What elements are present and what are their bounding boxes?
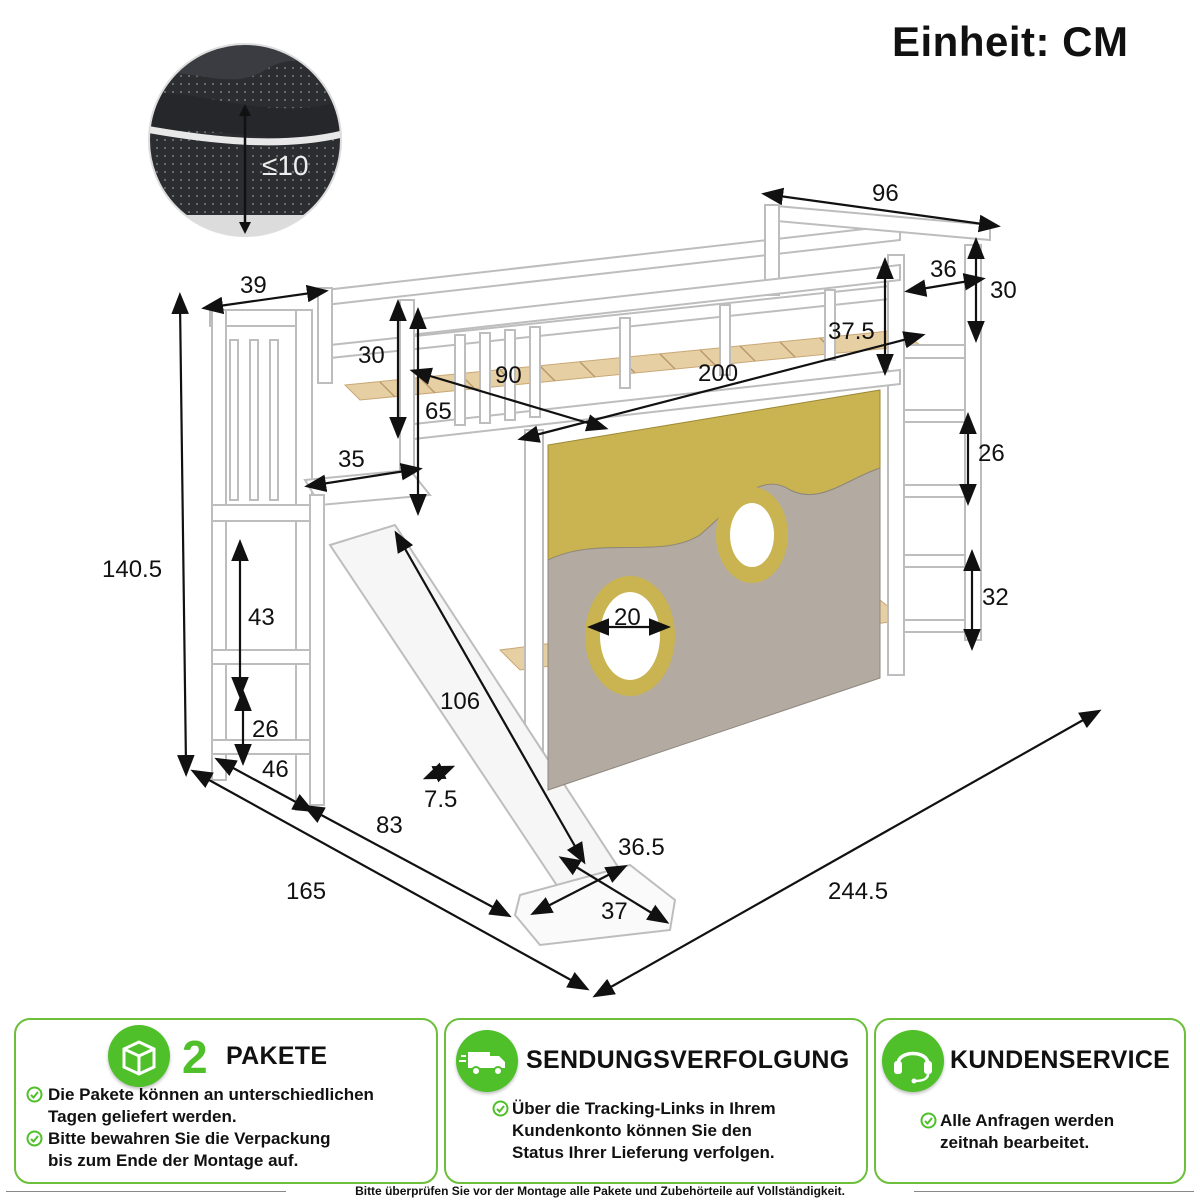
packages-line-1: Die Pakete können an unterschiedlichen <box>48 1085 374 1104</box>
package-box-icon <box>108 1025 170 1087</box>
dim-platform-depth: 35 <box>338 446 365 473</box>
dim-top-depth: 96 <box>872 180 899 207</box>
dim-lower-ladder-gap: 32 <box>982 584 1009 611</box>
package-count: 2 <box>182 1031 208 1083</box>
packages-line-4: bis zum Ende der Montage auf. <box>48 1151 299 1170</box>
check-icon <box>26 1130 43 1147</box>
dim-slide-width-top: 36.5 <box>618 834 665 861</box>
check-icon <box>26 1086 43 1103</box>
dim-overall-length: 244.5 <box>828 878 889 905</box>
tracking-panel: SENDUNGSVERFOLGUNG Über die Tracking-Lin… <box>444 1018 868 1184</box>
dim-mattress-length: 200 <box>698 360 739 387</box>
packages-line-3: Bitte bewahren Sie die Verpackung <box>48 1129 331 1148</box>
tracking-line-2: Kundenkonto können Sie den <box>512 1121 752 1140</box>
footer-note: Bitte überprüfen Sie vor der Montage all… <box>355 1184 845 1198</box>
customer-service-line-1: Alle Anfragen werden <box>940 1111 1115 1130</box>
tracking-line-1: Über die Tracking-Links in Ihrem <box>512 1099 776 1118</box>
packages-title: PAKETE <box>226 1042 328 1070</box>
dim-mattress-width: 90 <box>495 362 522 389</box>
customer-service-title: KUNDENSERVICE <box>950 1046 1171 1074</box>
bunk-bed-diagram <box>171 187 1102 998</box>
dim-platform-length: 83 <box>376 812 403 839</box>
dim-head-width: 39 <box>240 272 267 299</box>
mattress-thickness-label: ≤10 <box>262 150 309 181</box>
check-icon <box>920 1112 937 1129</box>
dim-base-depth: 46 <box>262 756 289 783</box>
dim-bottom-step: 26 <box>252 716 279 743</box>
dim-curtain-drop: 37.5 <box>828 318 875 345</box>
dim-guard-left-height: 30 <box>358 342 385 369</box>
dim-slide-length: 106 <box>440 688 481 715</box>
dim-upper-clearance: 65 <box>425 398 452 425</box>
dim-overall-width: 165 <box>286 878 327 905</box>
check-icon <box>492 1100 509 1117</box>
dim-ladder-step: 26 <box>978 440 1005 467</box>
tracking-line-3: Status Ihrer Lieferung verfolgen. <box>512 1143 775 1162</box>
dim-window-diameter: 20 <box>614 604 641 631</box>
packages-line-2: Tagen geliefert werden. <box>48 1107 237 1126</box>
dim-guard-right-height: 30 <box>990 277 1017 304</box>
dim-guard-right-width: 36 <box>930 256 957 283</box>
packages-panel: 2 PAKETE Die Pakete können an unterschie… <box>14 1018 438 1184</box>
unit-title: Einheit: CM <box>892 18 1129 65</box>
tracking-title: SENDUNGSVERFOLGUNG <box>526 1046 850 1074</box>
footer-note-bar: Bitte überprüfen Sie vor der Montage all… <box>0 1184 1200 1200</box>
headset-icon <box>882 1030 944 1092</box>
customer-service-line-2: zeitnah bearbeitet. <box>940 1133 1090 1152</box>
dim-total-height: 140.5 <box>102 556 163 583</box>
dim-lower-step-gap: 43 <box>248 604 275 631</box>
customer-service-panel: KUNDENSERVICE Alle Anfragen werden zeitn… <box>874 1018 1186 1184</box>
delivery-truck-icon <box>456 1030 518 1092</box>
dim-slide-width-bottom: 37 <box>601 898 628 925</box>
dim-slide-thickness: 7.5 <box>424 786 458 813</box>
mattress-detail-image <box>148 43 342 237</box>
